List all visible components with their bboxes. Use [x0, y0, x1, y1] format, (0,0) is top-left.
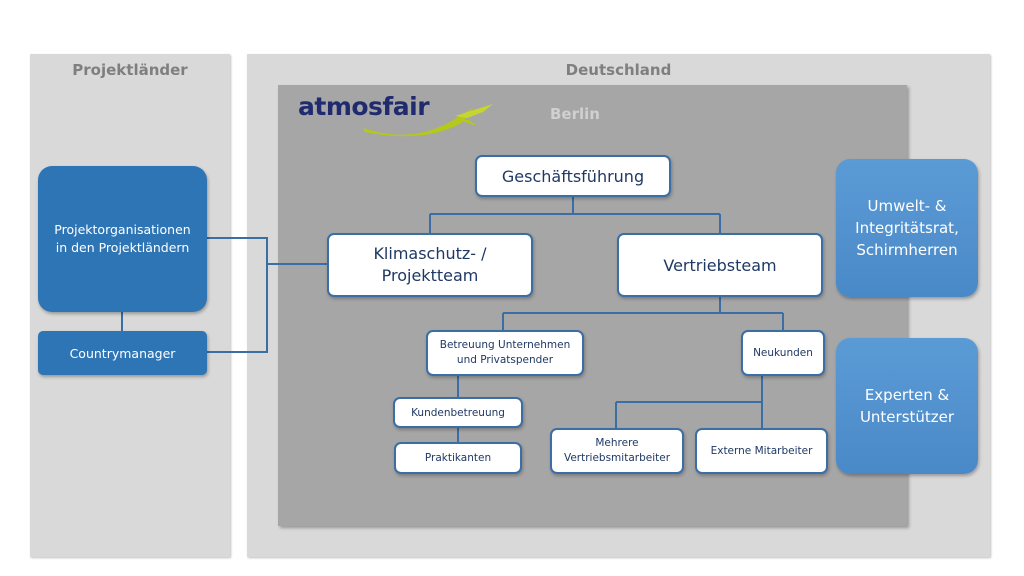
betreuung-box: Betreuung Unternehmen und Privatspender: [426, 330, 584, 376]
experten-unterstuetzer-box: Experten & Unterstützer: [836, 338, 978, 474]
neukunden-box: Neukunden: [741, 330, 825, 376]
deutschland-title: Deutschland: [565, 61, 672, 79]
externe-mitarbeiter-box: Externe Mitarbeiter: [695, 428, 828, 474]
vertriebsteam-box: Vertriebsteam: [617, 233, 823, 297]
countrymanager-box: Countrymanager: [38, 331, 207, 375]
geschaeftsfuehrung-box: Geschäftsführung: [475, 155, 671, 197]
klimaschutz-projektteam-box: Klimaschutz- / Projektteam: [327, 233, 533, 297]
umwelt-integritaetsrat-box: Umwelt- & Integritätsrat, Schirmherren: [836, 159, 978, 297]
projektlaender-title: Projektländer: [72, 61, 188, 79]
airplane-swoosh-icon: [363, 104, 493, 137]
kundenbetreuung-box: Kundenbetreuung: [393, 397, 523, 428]
praktikanten-box: Praktikanten: [394, 442, 522, 474]
atmosfair-logo: atmosfair: [298, 92, 430, 121]
mehrere-vertriebsmitarbeiter-box: Mehrere Vertriebsmitarbeiter: [550, 428, 684, 474]
berlin-title: Berlin: [550, 105, 600, 123]
projektorganisationen-box: Projektorganisationen in den Projektländ…: [38, 166, 207, 312]
